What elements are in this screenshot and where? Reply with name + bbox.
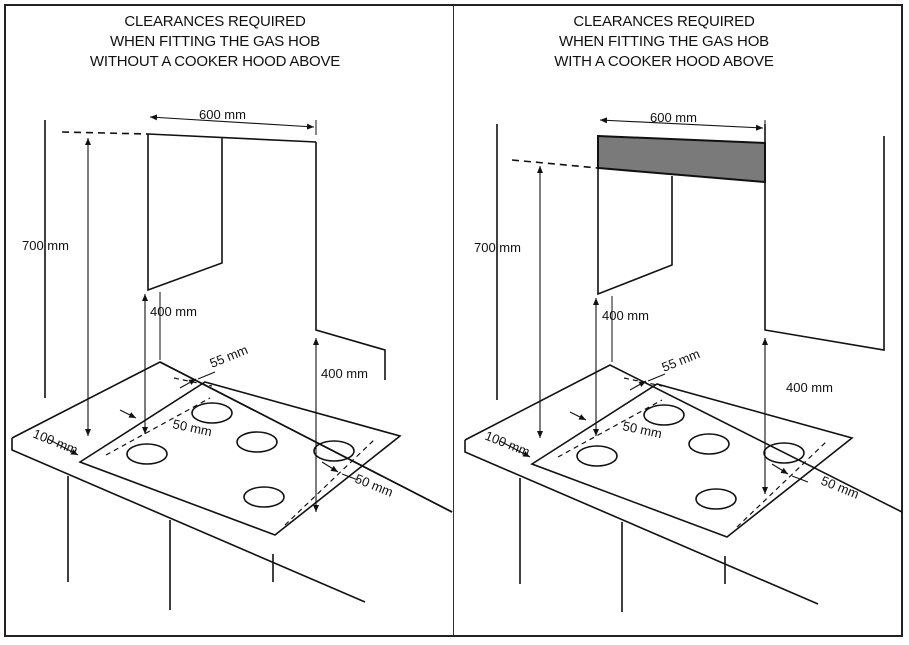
dimension-label-700: 700 mm [474,240,521,255]
burner [236,431,278,453]
dimension-label-600: 600 mm [199,107,246,122]
dimension-label-100: 100 mm [483,428,532,460]
right-panel-title: CLEARANCES REQUIRED WHEN FITTING THE GAS… [484,12,844,72]
left-hob [78,381,402,536]
title-line: CLEARANCES REQUIRED [573,13,755,30]
left-panel-title: CLEARANCES REQUIRED WHEN FITTING THE GAS… [35,12,395,72]
dimension-label-50-inner: 50 mm [171,416,213,439]
dimension-label-55: 55 mm [660,346,702,375]
burner [643,404,685,426]
left-diagram [11,114,453,610]
right-diagram [464,117,903,612]
right-wall-right [764,124,885,351]
title-line: WHEN FITTING THE GAS HOB [110,33,320,50]
dimension-label-400-left: 400 mm [150,304,197,319]
left-cabinet-dashed [61,131,149,135]
right-cabinet [597,168,673,296]
right-cabinet-dashed [511,159,599,169]
burner [576,445,618,467]
dimension-label-700: 700 mm [22,238,69,253]
dimension-label-50-side: 50 mm [819,473,861,502]
left-wall-right [315,142,386,380]
right-hood [597,134,766,184]
title-line: CLEARANCES REQUIRED [124,13,306,30]
dimension-label-55: 55 mm [208,342,250,371]
dimension-label-400-right: 400 mm [786,380,833,395]
title-line: WITH A COOKER HOOD ABOVE [554,53,774,70]
panel-divider [453,6,454,635]
right-hob [530,383,854,538]
burner [191,402,233,424]
dimension-label-400-right: 400 mm [321,366,368,381]
dimension-label-400-left: 400 mm [602,308,649,323]
burner [126,443,168,465]
title-line: WITHOUT A COOKER HOOD ABOVE [89,53,341,70]
left-cabinet [147,133,317,292]
dimension-label-100: 100 mm [31,426,80,458]
burner [243,486,285,508]
diagram-frame [4,4,903,637]
title-line: WHEN FITTING THE GAS HOB [559,33,769,50]
dimension-label-600: 600 mm [650,110,697,125]
burner [688,433,730,455]
dimension-label-50-side: 50 mm [353,471,395,500]
dimension-label-50-inner: 50 mm [621,418,663,441]
burner [695,488,737,510]
